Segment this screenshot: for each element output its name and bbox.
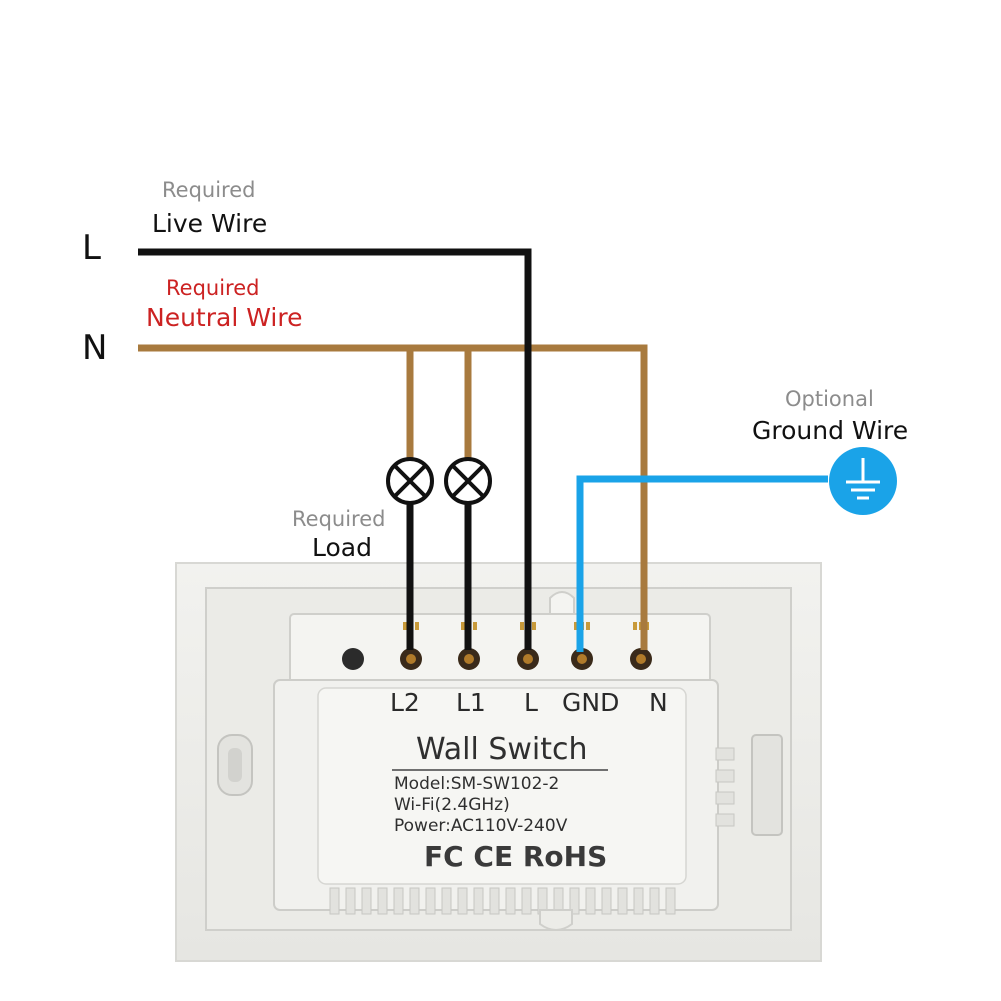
live-main-wire bbox=[138, 248, 532, 650]
vent-fin bbox=[441, 887, 452, 915]
vent-fin bbox=[665, 887, 676, 915]
vent-fin bbox=[425, 887, 436, 915]
plate-power: Power:AC110V-240V bbox=[394, 816, 568, 836]
load-title: Load bbox=[312, 533, 372, 562]
certification-marks: FC CE RoHS bbox=[424, 840, 608, 873]
plate-title: Wall Switch bbox=[416, 732, 588, 767]
vent-fin bbox=[601, 887, 612, 915]
vent-fin bbox=[715, 769, 735, 783]
vent-fin bbox=[457, 887, 468, 915]
mounting-slot-left bbox=[217, 734, 253, 796]
load-required-label: Required bbox=[292, 507, 386, 531]
terminal-contact bbox=[532, 622, 536, 630]
terminal-contact bbox=[461, 622, 465, 630]
plate-wifi: Wi-Fi(2.4GHz) bbox=[394, 795, 510, 815]
terminal-contact bbox=[520, 622, 524, 630]
ground-wires bbox=[576, 475, 828, 652]
vent-fin bbox=[505, 887, 516, 915]
live-wires bbox=[138, 248, 532, 650]
vent-fin bbox=[489, 887, 500, 915]
vent-fin bbox=[361, 887, 372, 915]
neutral-wire-title: Neutral Wire bbox=[146, 303, 303, 332]
ground-optional-label: Optional bbox=[785, 387, 874, 411]
terminal-screw bbox=[577, 654, 587, 664]
terminal-label-n: N bbox=[649, 688, 668, 717]
vent-fin bbox=[393, 887, 404, 915]
vent-fin bbox=[617, 887, 628, 915]
vent-fin bbox=[585, 887, 596, 915]
terminal-label-l1: L1 bbox=[456, 688, 486, 717]
vent-fin bbox=[473, 887, 484, 915]
terminal-screw bbox=[464, 654, 474, 664]
line-letter: L bbox=[82, 228, 101, 268]
vent-fin bbox=[377, 887, 388, 915]
terminal-contact bbox=[586, 622, 590, 630]
vent-fin bbox=[715, 747, 735, 761]
vent-fin bbox=[345, 887, 356, 915]
terminal-hole-unused bbox=[342, 648, 364, 670]
vent-fin bbox=[521, 887, 532, 915]
plate-model: Model:SM-SW102-2 bbox=[394, 774, 560, 794]
mounting-slot-right bbox=[751, 734, 783, 836]
terminal-screw bbox=[523, 654, 533, 664]
terminal-contact bbox=[574, 622, 578, 630]
ground-wire-title: Ground Wire bbox=[752, 416, 909, 445]
terminal-label-l: L bbox=[524, 688, 538, 717]
vent-fin bbox=[633, 887, 644, 915]
lamp-cross bbox=[393, 464, 427, 498]
terminal-contact bbox=[415, 622, 419, 630]
lamp-icon bbox=[386, 457, 434, 505]
neutral-wires bbox=[138, 344, 648, 650]
terminal-label-gnd: GND bbox=[562, 688, 620, 717]
terminal-screw bbox=[406, 654, 416, 664]
terminal-contact bbox=[473, 622, 477, 630]
ground-symbol-icon bbox=[829, 447, 897, 515]
lamp-icon bbox=[444, 457, 492, 505]
terminal-block-tab bbox=[549, 591, 575, 615]
vent-fin bbox=[329, 887, 340, 915]
vent-fin bbox=[715, 791, 735, 805]
neutral-main-wire bbox=[138, 344, 648, 650]
lamp-cross bbox=[451, 464, 485, 498]
bottom-tab bbox=[539, 909, 573, 931]
terminal-screw bbox=[636, 654, 646, 664]
vent-fin bbox=[649, 887, 660, 915]
vent-fin bbox=[569, 887, 580, 915]
vent-fin bbox=[409, 887, 420, 915]
terminal-contact bbox=[633, 622, 637, 630]
vent-fin bbox=[715, 813, 735, 827]
live-wire-title: Live Wire bbox=[152, 209, 268, 238]
live-required-label: Required bbox=[162, 178, 256, 202]
ground-main-wire bbox=[576, 475, 828, 652]
label-panel bbox=[317, 687, 687, 885]
neutral-letter: N bbox=[82, 328, 108, 368]
terminal-label-l2: L2 bbox=[390, 688, 420, 717]
terminal-contact bbox=[403, 622, 407, 630]
neutral-required-label: Required bbox=[166, 276, 260, 300]
